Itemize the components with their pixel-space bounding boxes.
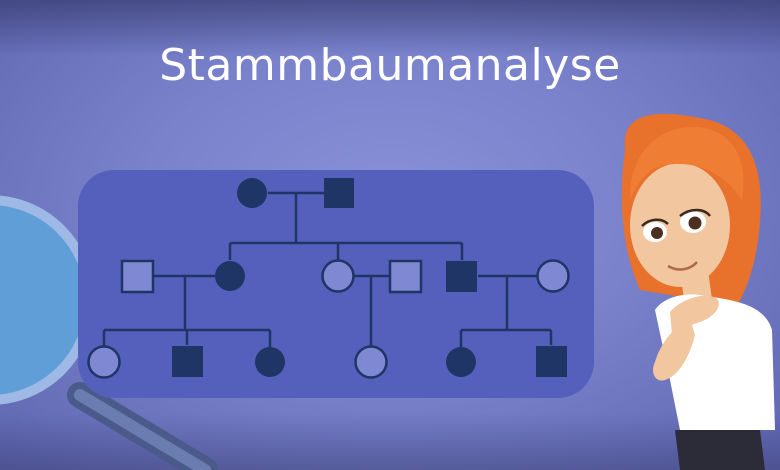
pedigree-female-affected bbox=[237, 178, 267, 208]
pedigree-female-unaffected bbox=[354, 345, 388, 379]
mouth bbox=[667, 261, 698, 271]
face bbox=[630, 163, 730, 287]
left-lash bbox=[641, 218, 669, 227]
pedigree-female-unaffected bbox=[87, 345, 121, 379]
pedigree-female-affected bbox=[215, 261, 245, 291]
pedigree-female-unaffected bbox=[536, 259, 570, 293]
magnifier-handle-highlight bbox=[74, 389, 211, 470]
pedigree-male-affected bbox=[536, 346, 567, 377]
arm bbox=[653, 318, 695, 381]
pedigree-male-affected bbox=[324, 178, 354, 208]
pedigree-lines bbox=[102, 191, 553, 347]
pedigree-female-unaffected bbox=[321, 259, 355, 293]
pedigree-female-affected bbox=[446, 347, 476, 377]
pedigree-male-unaffected bbox=[120, 259, 155, 294]
pedigree-male-affected bbox=[172, 346, 203, 377]
right-pupil bbox=[688, 216, 702, 230]
pedigree-female-affected bbox=[255, 347, 285, 377]
left-pupil bbox=[651, 227, 663, 239]
hair-front bbox=[629, 126, 744, 200]
hand-on-chin bbox=[670, 295, 719, 335]
pedigree-male-affected bbox=[446, 261, 477, 292]
pedigree-male-unaffected bbox=[388, 259, 423, 294]
page-title: Stammbaumanalyse bbox=[159, 40, 621, 91]
right-lash bbox=[679, 208, 711, 218]
pants bbox=[675, 430, 765, 470]
